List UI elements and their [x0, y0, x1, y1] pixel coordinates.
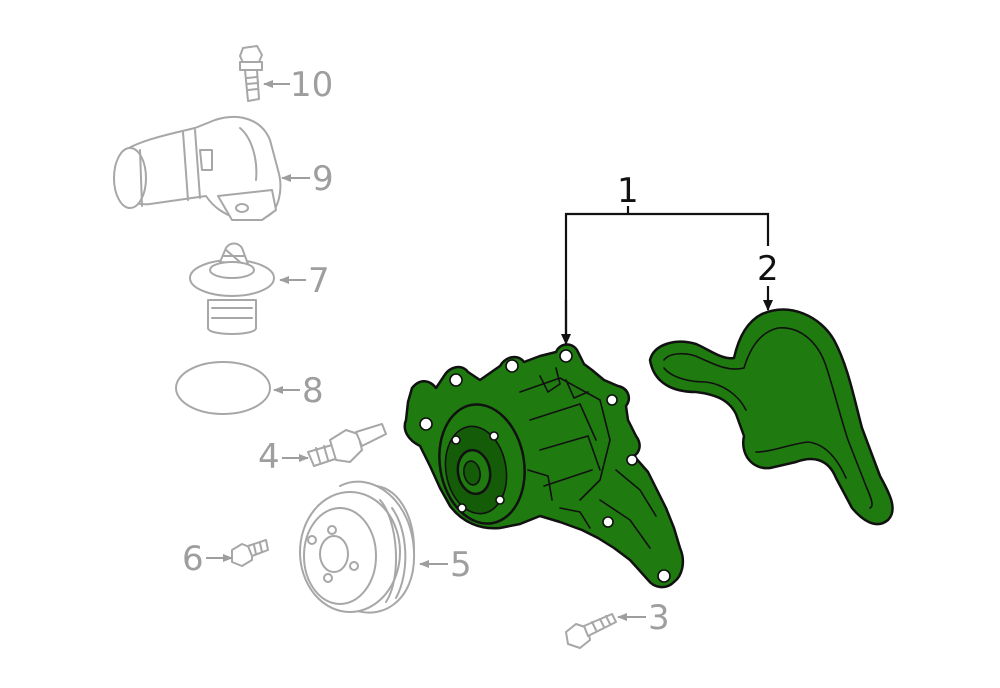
- callout-9: 9: [312, 159, 334, 199]
- part-8-o-ring-gasket[interactable]: [175, 361, 271, 415]
- part-10-bolt[interactable]: [239, 45, 263, 102]
- part-5-water-pump-pulley[interactable]: [299, 480, 416, 614]
- callout-1: 1: [617, 171, 639, 211]
- callout-10: 10: [290, 65, 333, 105]
- part-7-thermostat[interactable]: [189, 242, 275, 335]
- callout-4: 4: [258, 437, 280, 477]
- callout-7: 7: [308, 261, 330, 301]
- part-9-thermostat-housing[interactable]: [113, 115, 282, 221]
- part-3-bolt[interactable]: [565, 613, 617, 649]
- leader-1-bracket: [564, 212, 770, 342]
- part-4-stud[interactable]: [307, 423, 387, 467]
- part-2-water-pump-gasket[interactable]: [648, 308, 894, 526]
- callout-5: 5: [450, 545, 472, 585]
- part-6-bolt[interactable]: [231, 539, 269, 567]
- part-1-water-pump-assembly[interactable]: [403, 343, 685, 589]
- callout-8: 8: [302, 371, 324, 411]
- callout-6: 6: [182, 539, 204, 579]
- callout-2: 2: [757, 249, 779, 289]
- callout-3: 3: [648, 598, 670, 638]
